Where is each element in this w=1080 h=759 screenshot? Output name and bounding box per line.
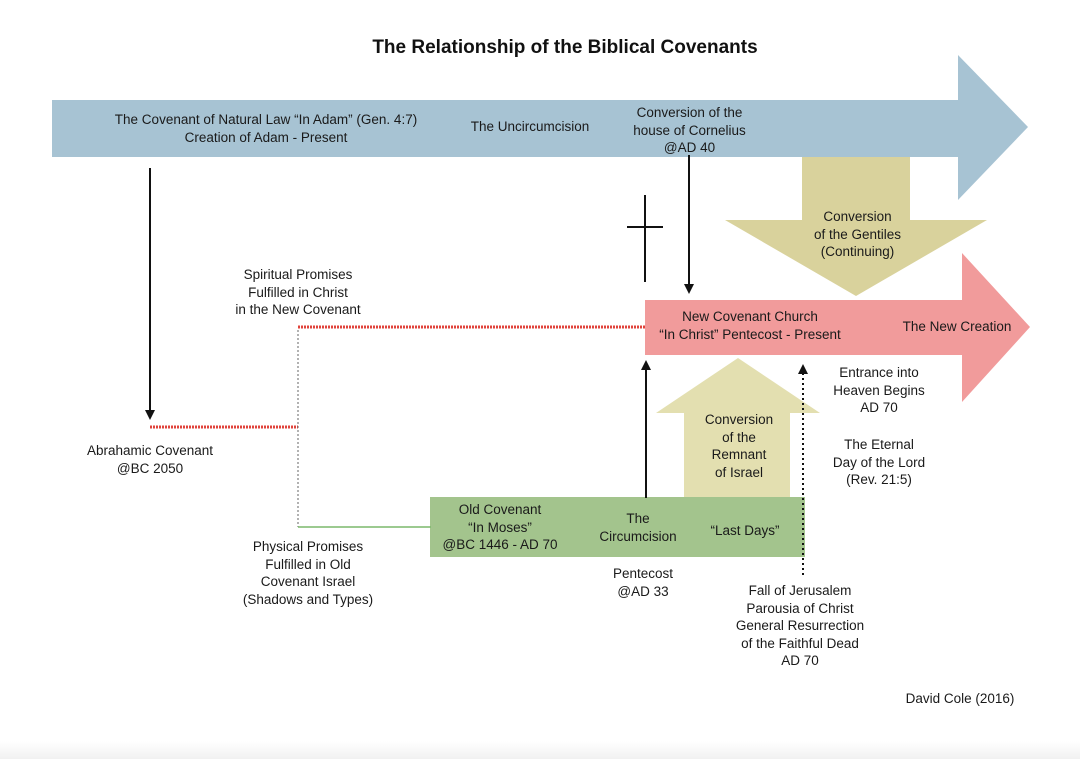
remnant-arrow <box>656 358 820 497</box>
cross-icon <box>627 195 663 282</box>
old-covenant-box <box>430 497 805 557</box>
remnant-label: Conversion of the Remnant of Israel <box>704 412 774 480</box>
circumcision-label: The Circumcision <box>599 511 677 544</box>
gentiles-label: Conversion of the Gentiles (Continuing) <box>813 209 902 259</box>
heaven-label: Entrance into Heaven Begins AD 70 <box>833 365 925 415</box>
diagram-title: The Relationship of the Biblical Covenan… <box>372 37 758 58</box>
gentiles-arrow <box>725 157 987 296</box>
physical-promises-label: Physical Promises Fulfilled in Old Coven… <box>242 539 374 607</box>
fall-jerusalem-label: Fall of Jerusalem Parousia of Christ Gen… <box>735 583 865 668</box>
pentecost-label: Pentecost @AD 33 <box>612 566 674 599</box>
new-creation-label: The New Creation <box>902 319 1012 334</box>
cornelius-label: Conversion of the house of Cornelius @AD… <box>633 105 746 155</box>
spiritual-promises-label: Spiritual Promises Fulfilled in Christ i… <box>235 267 361 317</box>
credit-label: David Cole (2016) <box>905 691 1015 706</box>
last-days-label: “Last Days” <box>710 523 780 538</box>
new-covenant-church-label: New Covenant Church “In Christ” Pentecos… <box>659 309 841 342</box>
bottom-fade <box>0 741 1080 759</box>
old-covenant-label: Old Covenant “In Moses” @BC 1446 - AD 70 <box>442 502 558 552</box>
natural-law-label: The Covenant of Natural Law “In Adam” (G… <box>114 112 418 145</box>
natural-law-arrow <box>52 55 1028 200</box>
new-covenant-arrow <box>645 253 1030 402</box>
uncircumcision-label: The Uncircumcision <box>470 119 590 134</box>
eternal-day-label: The Eternal Day of the Lord (Rev. 21:5) <box>832 437 926 487</box>
abrahamic-label: Abrahamic Covenant @BC 2050 <box>86 443 214 476</box>
